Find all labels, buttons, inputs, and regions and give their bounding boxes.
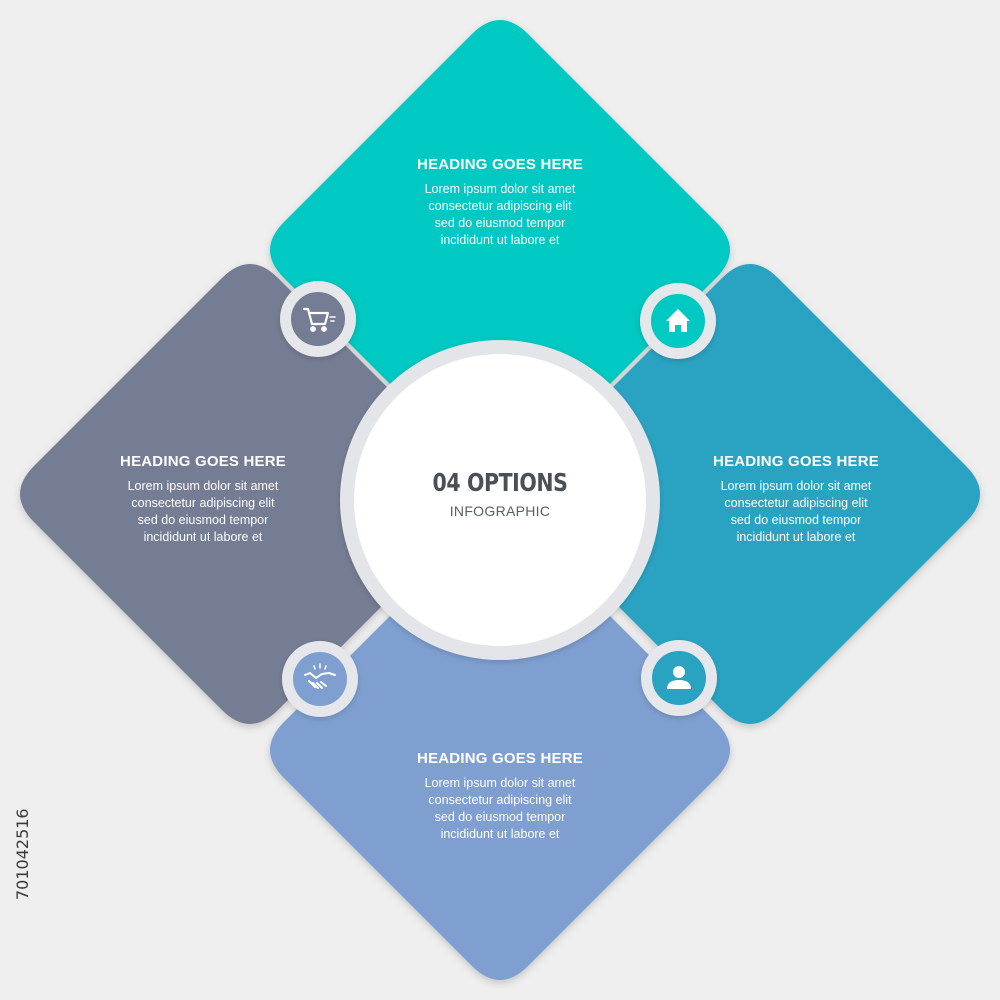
center-circle	[354, 354, 646, 646]
center-label: 04 OPTIONS INFOGRAPHIC	[380, 468, 620, 519]
option-petal-bottom	[270, 506, 730, 980]
option-body-line: consectetur adipiscing elit	[131, 496, 275, 510]
stock-id-label: 701042516	[13, 808, 32, 900]
option-body-line: sed do eiusmod tempor	[137, 513, 269, 527]
option-heading: HEADING GOES HERE	[120, 453, 286, 470]
option-body-line: consectetur adipiscing elit	[428, 793, 572, 807]
center-title: 04 OPTIONS	[432, 468, 568, 497]
handshake-icon	[304, 663, 336, 689]
badge-home	[640, 283, 716, 359]
option-body-line: sed do eiusmod tempor	[730, 513, 862, 527]
option-body-line: consectetur adipiscing elit	[428, 199, 572, 213]
badge-user	[641, 640, 717, 716]
option-body-line: incididunt ut labore et	[440, 233, 560, 247]
option-body-line: Lorem ipsum dolor sit amet	[424, 776, 576, 790]
option-heading: HEADING GOES HERE	[713, 453, 879, 470]
option-body-line: Lorem ipsum dolor sit amet	[127, 479, 279, 493]
option-petal-left	[20, 264, 494, 724]
badge-shopping-cart	[280, 281, 356, 357]
option-heading: HEADING GOES HERE	[417, 156, 583, 173]
option-petal-right	[506, 264, 980, 724]
option-body-line: incididunt ut labore et	[143, 530, 263, 544]
badge-handshake	[282, 641, 358, 717]
center-subtitle: INFOGRAPHIC	[449, 503, 551, 519]
option-body-line: sed do eiusmod tempor	[434, 216, 566, 230]
option-body-line: consectetur adipiscing elit	[724, 496, 868, 510]
option-heading: HEADING GOES HERE	[417, 750, 583, 767]
shopping-cart-icon	[302, 307, 336, 332]
option-body-line: Lorem ipsum dolor sit amet	[720, 479, 872, 493]
option-right-text: HEADING GOES HERE Lorem ipsum dolor sit …	[676, 453, 916, 546]
option-bottom-text: HEADING GOES HERE Lorem ipsum dolor sit …	[380, 750, 620, 843]
home-icon	[666, 309, 690, 332]
user-icon	[667, 666, 691, 689]
option-top-text: HEADING GOES HERE Lorem ipsum dolor sit …	[380, 156, 620, 249]
option-body-line: Lorem ipsum dolor sit amet	[424, 182, 576, 196]
option-body-line: sed do eiusmod tempor	[434, 810, 566, 824]
option-petal-top	[270, 20, 730, 494]
option-body-line: incididunt ut labore et	[736, 530, 856, 544]
option-body-line: incididunt ut labore et	[440, 827, 560, 841]
option-left-text: HEADING GOES HERE Lorem ipsum dolor sit …	[83, 453, 323, 546]
